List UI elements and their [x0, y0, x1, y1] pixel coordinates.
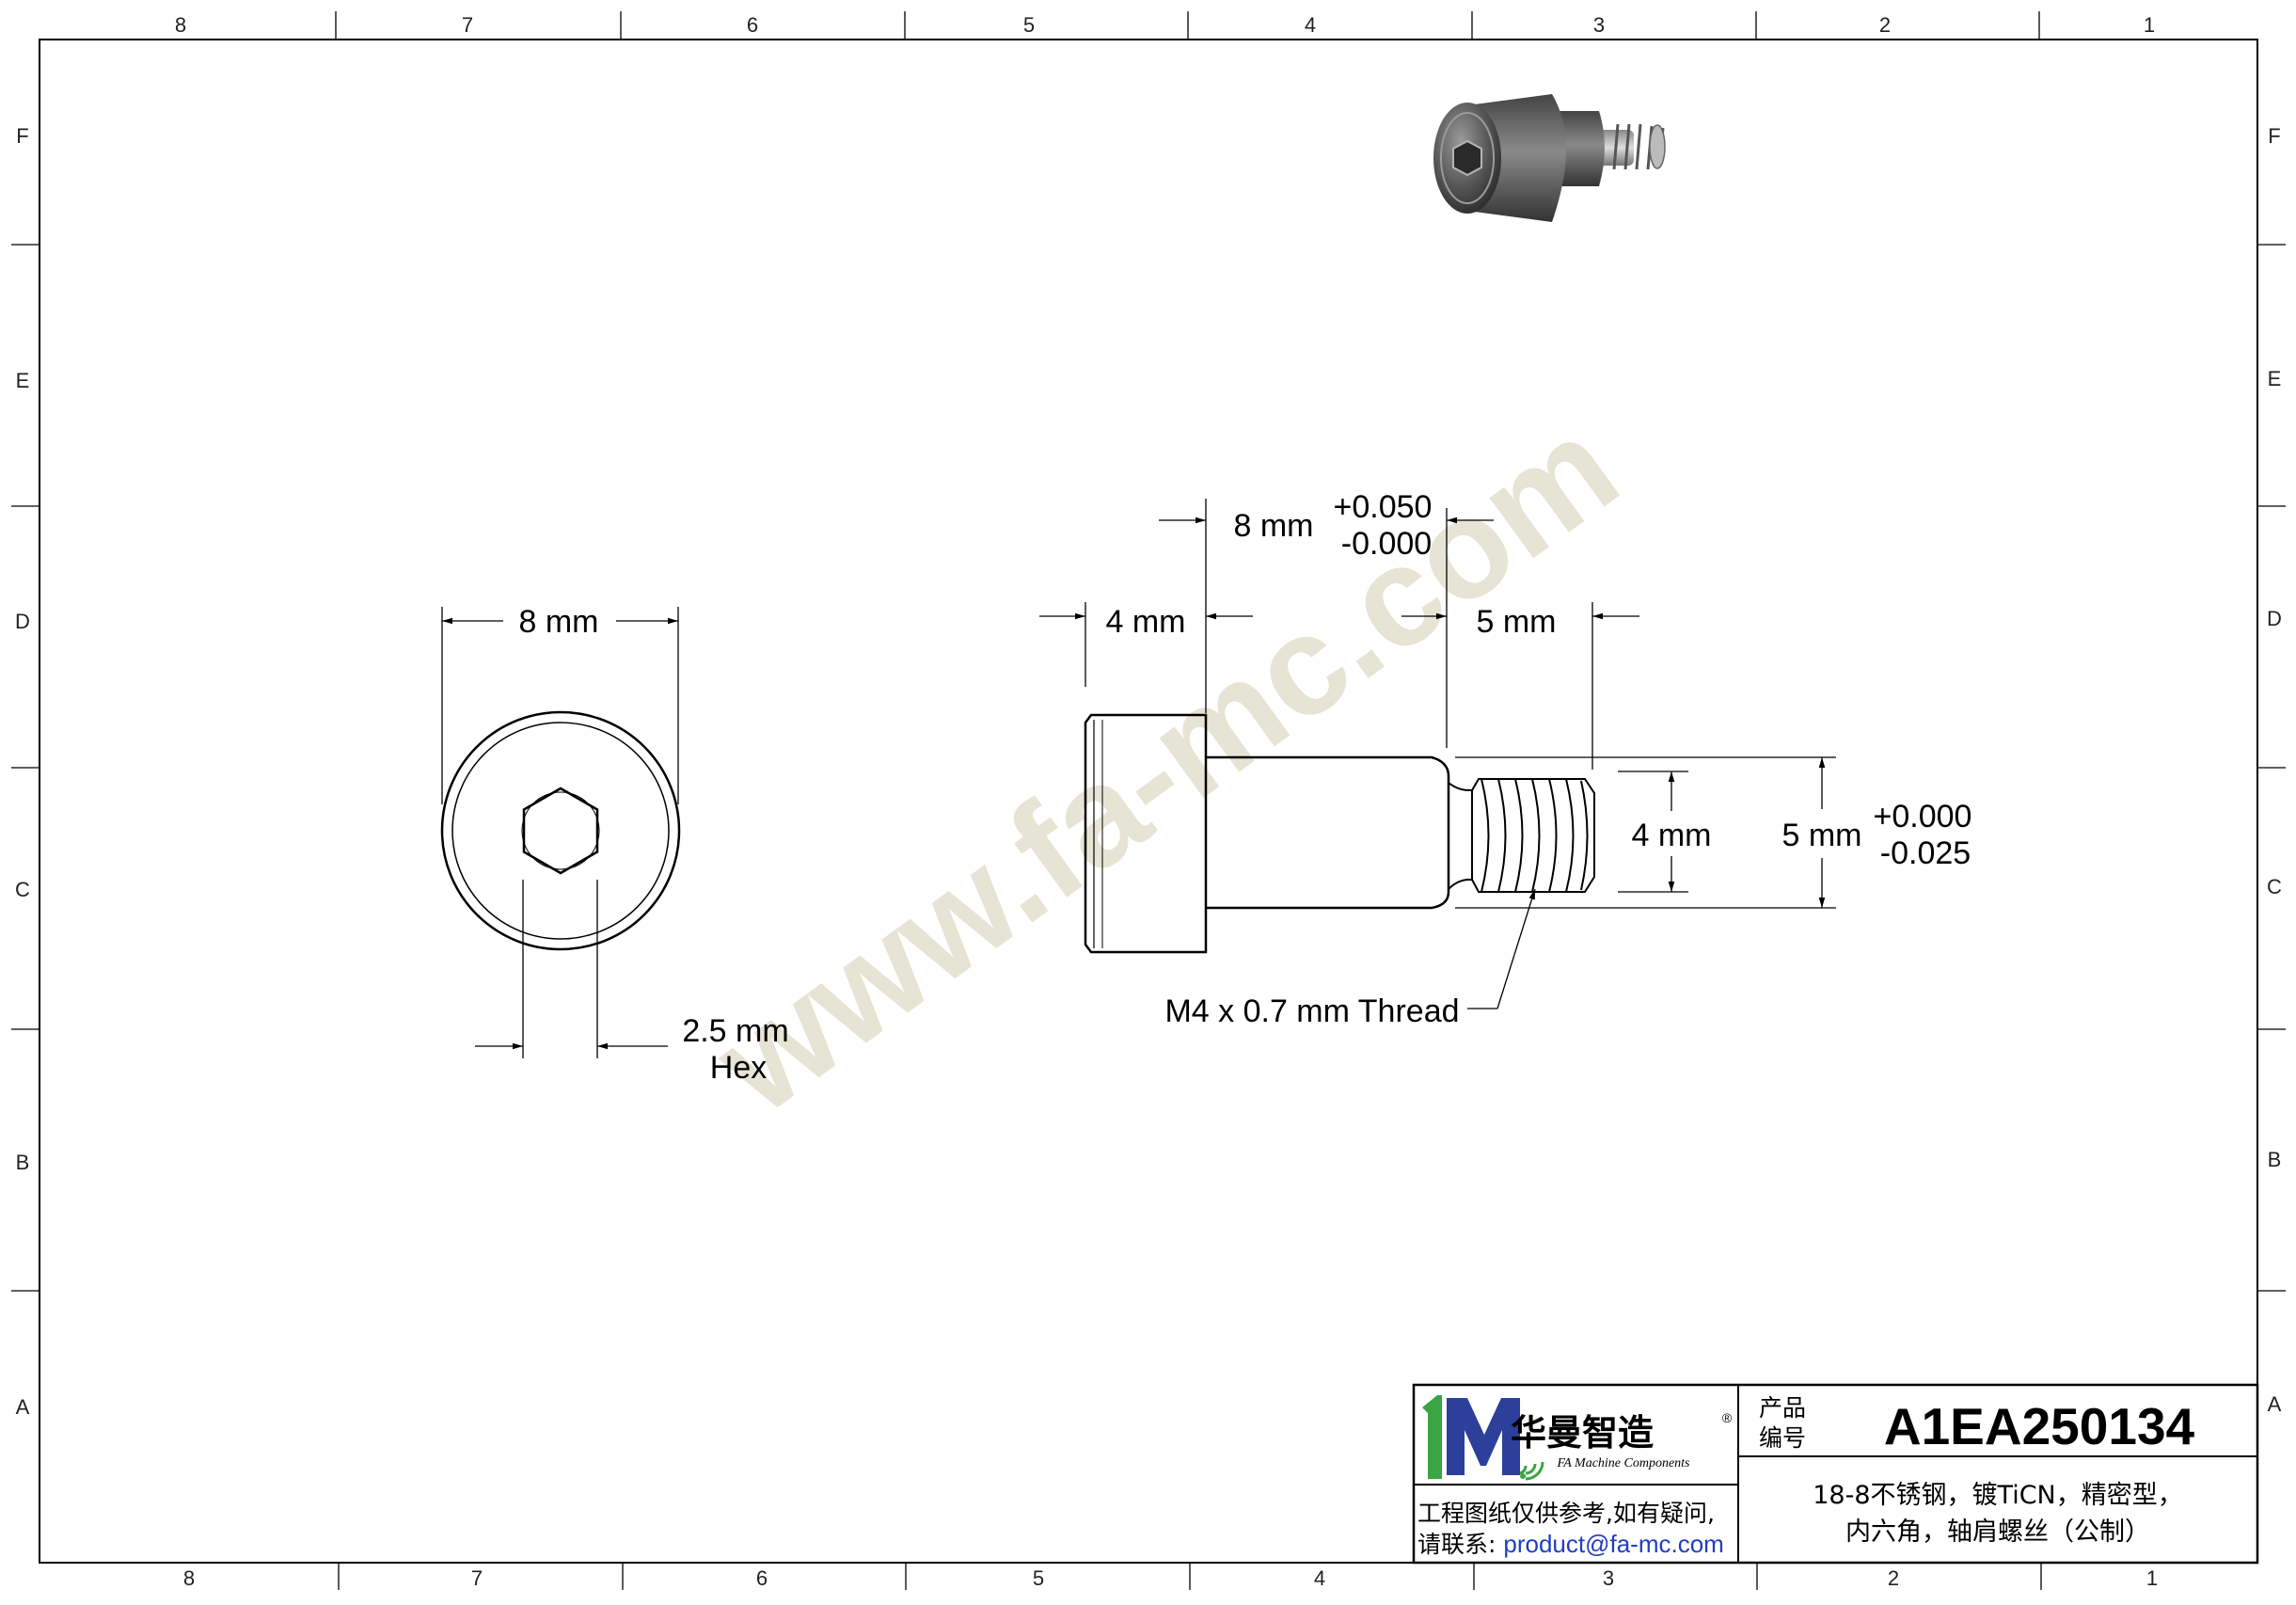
zone-col-top: 5 [1023, 13, 1035, 37]
description-line-1: 18-8不锈钢，镀TiCN，精密型， [1813, 1481, 2183, 1510]
zone-col-bottom: 8 [183, 1566, 195, 1590]
zone-row-right: A [2268, 1392, 2282, 1416]
product-no-label-1: 产品 [1759, 1394, 1806, 1422]
zone-row-left: D [15, 610, 30, 633]
zone-col-top: 2 [1879, 13, 1891, 37]
thread-length-label: 5 mm [1477, 604, 1557, 640]
shoulder-diameter-label: 5 mm [1782, 818, 1862, 853]
zone-col-bottom: 7 [471, 1566, 483, 1590]
zone-col-bottom: 3 [1603, 1566, 1614, 1590]
hex-word-label: Hex [710, 1050, 767, 1086]
product-no-label-2: 编号 [1759, 1424, 1806, 1452]
brand-cn: 华曼智造 [1511, 1412, 1654, 1454]
head-height-label: 4 mm [1106, 604, 1186, 640]
zone-col-bottom: 1 [2146, 1566, 2158, 1590]
registered-mark: ® [1722, 1410, 1733, 1425]
zone-row-left: F [16, 124, 28, 148]
hex-socket-icon [522, 787, 599, 875]
zone-dividers [11, 11, 2286, 1590]
zone-col-top: 1 [2144, 13, 2155, 37]
zone-row-left: A [16, 1395, 30, 1419]
thread-diameter-label: 4 mm [1632, 818, 1712, 853]
zone-row-right: B [2268, 1148, 2282, 1171]
zone-row-left: E [16, 369, 30, 392]
screw-3d-thumbnail [1433, 94, 1666, 222]
description-line-2: 内六角，轴肩螺丝（公制） [1845, 1518, 2150, 1547]
zone-row-right: F [2268, 124, 2280, 148]
disclaimer-line-2-prefix: 请联系: [1417, 1531, 1503, 1558]
side-view: 4 mm 8 mm +0.050 -0.000 5 mm 4 mm 5 mm +… [1039, 489, 1971, 1029]
zone-col-bottom: 4 [1314, 1566, 1325, 1590]
watermark-text: www.fa-mc.com [687, 387, 1645, 1143]
disclaimer-line-1: 工程图纸仅供参考,如有疑问, [1417, 1500, 1715, 1527]
zone-col-top: 6 [747, 13, 758, 37]
zone-row-right: D [2267, 607, 2282, 630]
product-number: A1EA250134 [1884, 1397, 2195, 1455]
fa-mc-logo-icon [1422, 1395, 1544, 1481]
zone-col-bottom: 6 [756, 1566, 768, 1590]
zone-col-top: 3 [1593, 13, 1605, 37]
hex-size-label: 2.5 mm [682, 1013, 788, 1049]
shoulder-diameter-tol-minus: -0.025 [1880, 835, 1971, 871]
title-block: 华曼智造 ® FA Machine Components 工程图纸仅供参考,如有… [1412, 1383, 2259, 1565]
zone-col-top: 8 [175, 13, 186, 37]
shoulder-length-label: 8 mm [1234, 508, 1314, 544]
front-view: 8 mm 2.5 mm Hex [440, 604, 789, 1086]
zone-col-bottom: 5 [1033, 1566, 1044, 1590]
brand-en: FA Machine Components [1556, 1456, 1690, 1470]
zone-col-top: 7 [462, 13, 473, 37]
drawing-border [39, 39, 2258, 1564]
shoulder-length-tol-minus: -0.000 [1341, 526, 1432, 562]
shoulder-length-tol-plus: +0.050 [1334, 489, 1433, 525]
zone-col-top: 4 [1305, 13, 1316, 37]
front-diameter-label: 8 mm [519, 604, 599, 640]
zone-col-bottom: 2 [1888, 1566, 1899, 1590]
zone-row-left: C [15, 878, 30, 901]
shoulder-diameter-tol-plus: +0.000 [1874, 799, 1972, 834]
contact-email-link[interactable]: product@fa-mc.com [1503, 1530, 1723, 1558]
thread-callout: M4 x 0.7 mm Thread [1164, 993, 1459, 1029]
thread-lines [1479, 778, 1589, 893]
zone-row-right: C [2267, 875, 2282, 898]
zone-row-right: E [2268, 367, 2282, 390]
svg-text:请联系: product@fa-mc.com: 请联系: product@fa-mc.com [1417, 1530, 1724, 1558]
zone-row-left: B [16, 1151, 30, 1174]
